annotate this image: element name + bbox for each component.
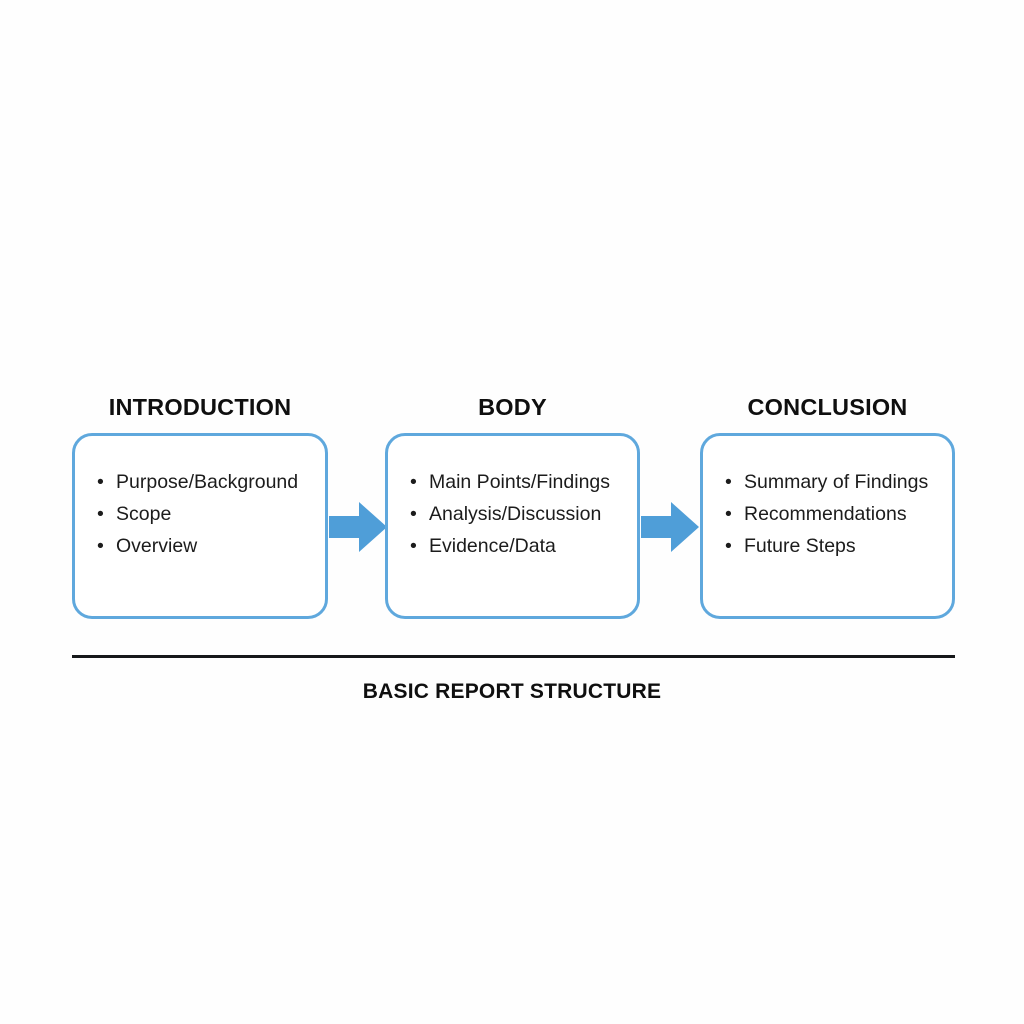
list-item-label: Summary of Findings <box>744 471 929 493</box>
stage-heading-conclusion: CONCLUSION <box>747 394 908 420</box>
list-item-label: Evidence/Data <box>429 535 556 557</box>
list-item: • Overview <box>97 530 311 562</box>
stage-box-body[interactable]: • Main Points/Findings • Analysis/Discus… <box>385 433 640 619</box>
stage-column-conclusion: CONCLUSION • Summary of Findings • Recom… <box>700 394 955 619</box>
bullet-dot-icon: • <box>725 471 732 493</box>
list-item-label: Overview <box>116 535 198 557</box>
bullet-dot-icon: • <box>97 535 104 557</box>
bullet-list-conclusion: • Summary of Findings • Recommendations … <box>725 466 938 562</box>
diagram-caption: BASIC REPORT STRUCTURE <box>362 680 662 703</box>
stage-heading-introduction: INTRODUCTION <box>108 394 292 420</box>
list-item-label: Recommendations <box>744 503 907 525</box>
bullet-dot-icon: • <box>97 503 104 525</box>
bullet-dot-icon: • <box>410 471 417 493</box>
list-item: • Future Steps <box>725 530 938 562</box>
list-item-label: Analysis/Discussion <box>429 503 602 525</box>
right-arrow-icon <box>329 502 387 552</box>
bullet-list-introduction: • Purpose/Background • Scope • Overview <box>97 466 311 562</box>
bullet-list-body: • Main Points/Findings • Analysis/Discus… <box>410 466 623 562</box>
list-item: • Purpose/Background <box>97 466 311 498</box>
caption-divider <box>72 655 955 658</box>
bullet-dot-icon: • <box>725 503 732 525</box>
bullet-dot-icon: • <box>410 503 417 525</box>
bullet-dot-icon: • <box>725 535 732 557</box>
list-item: • Scope <box>97 498 311 530</box>
stage-column-introduction: INTRODUCTION • Purpose/Background • Scop… <box>72 394 328 619</box>
list-item: • Main Points/Findings <box>410 466 623 498</box>
stage-column-body: BODY • Main Points/Findings • Analysis/D… <box>385 394 640 619</box>
bullet-dot-icon: • <box>97 471 104 493</box>
bullet-dot-icon: • <box>410 535 417 557</box>
list-item-label: Main Points/Findings <box>429 471 611 493</box>
stage-box-introduction[interactable]: • Purpose/Background • Scope • Overview <box>72 433 328 619</box>
list-item: • Analysis/Discussion <box>410 498 623 530</box>
list-item: • Evidence/Data <box>410 530 623 562</box>
stage-box-conclusion[interactable]: • Summary of Findings • Recommendations … <box>700 433 955 619</box>
list-item-label: Scope <box>116 503 172 525</box>
list-item-label: Purpose/Background <box>116 471 299 493</box>
list-item: • Recommendations <box>725 498 938 530</box>
list-item: • Summary of Findings <box>725 466 938 498</box>
list-item-label: Future Steps <box>744 535 856 557</box>
right-arrow-icon <box>641 502 699 552</box>
stage-heading-body: BODY <box>478 394 547 420</box>
